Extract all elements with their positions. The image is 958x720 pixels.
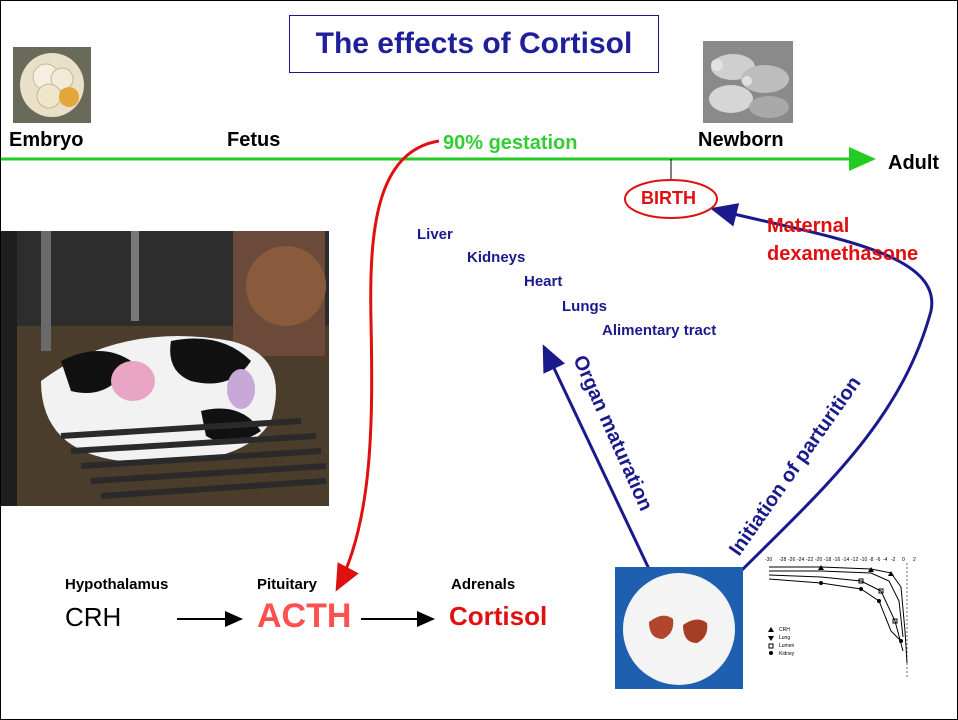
stage-90-gestation: 90% gestation <box>443 132 578 154</box>
page-title: The effects of Cortisol <box>315 27 633 60</box>
mini-chart-tick: -4 <box>883 557 888 563</box>
birth-ellipse <box>624 179 718 219</box>
organ-alimentary-tract: Alimentary tract <box>602 322 717 339</box>
mini-chart-tick: 0 <box>902 557 905 563</box>
mini-chart-tick: -30 <box>765 557 772 563</box>
acth-label: ACTH <box>257 597 352 635</box>
crh-label: CRH <box>65 602 122 632</box>
hypothalamus-label: Hypothalamus <box>65 576 169 593</box>
mini-chart-tick: -28 <box>779 557 786 563</box>
mini-chart-tick: -10 <box>860 557 867 563</box>
maternal-label: Maternal <box>767 215 850 237</box>
mini-chart-tick: -12 <box>851 557 858 563</box>
title-box: The effects of Cortisol <box>289 15 659 73</box>
mini-chart-tick: -24 <box>797 557 804 563</box>
mini-chart-legend: Lung <box>779 635 790 641</box>
gestation-to-acth-arrow <box>335 139 440 592</box>
stage-fetus: Fetus <box>227 129 281 151</box>
mini-chart-tick: -14 <box>842 557 849 563</box>
mini-chart-tick: -2 <box>891 557 896 563</box>
stage-embryo: Embryo <box>9 129 84 151</box>
cortisol-label: Cortisol <box>449 601 548 631</box>
pituitary-label: Pituitary <box>257 576 318 593</box>
mini-chart-tick: -20 <box>815 557 822 563</box>
organ-liver: Liver <box>417 226 453 243</box>
adrenal-glands-photo <box>615 567 743 689</box>
organ-kidneys: Kidneys <box>467 249 526 266</box>
organ-lungs: Lungs <box>562 298 607 315</box>
organ-maturation-arrow <box>542 344 651 570</box>
dexamethasone-label: dexamethasone <box>767 243 919 265</box>
cow-parturition-photo <box>1 231 329 506</box>
mini-chart: -30 -28 -26 -24 -22 -20 -18 -16 -14 -12 … <box>765 557 916 679</box>
adrenals-label: Adrenals <box>451 576 516 593</box>
embryo-photo <box>13 47 91 123</box>
mini-chart-tick: 2 <box>913 557 916 563</box>
organ-heart: Heart <box>524 273 563 290</box>
mini-chart-tick: -22 <box>806 557 813 563</box>
stage-newborn: Newborn <box>698 129 784 151</box>
mini-chart-legend: CRH <box>779 627 790 633</box>
parturition-arrow <box>710 203 934 573</box>
newborn-piglets-photo <box>703 41 793 123</box>
mini-chart-tick: -6 <box>876 557 881 563</box>
mini-chart-legend: Kidney <box>779 651 795 657</box>
mini-chart-tick: -16 <box>833 557 840 563</box>
mini-chart-tick: -18 <box>824 557 831 563</box>
stage-adult: Adult <box>888 152 940 174</box>
mini-chart-legend: Lumen <box>779 643 795 649</box>
mini-chart-tick: -8 <box>869 557 874 563</box>
birth-label: BIRTH <box>641 188 696 208</box>
mini-chart-tick: -26 <box>788 557 795 563</box>
